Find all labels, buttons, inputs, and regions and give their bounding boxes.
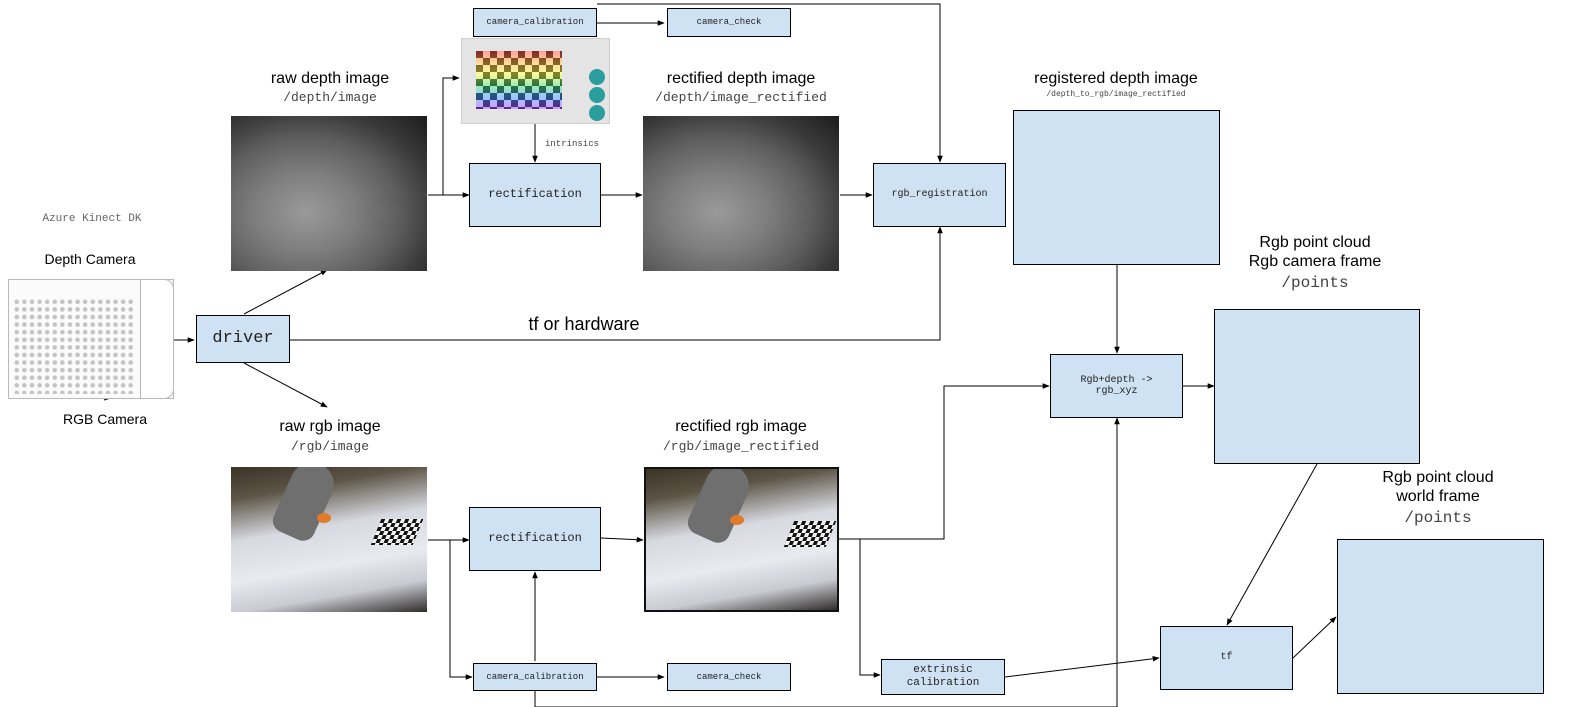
- intrinsics-label: intrinsics: [545, 139, 600, 149]
- cloud-camera-topic: /points: [1281, 274, 1349, 292]
- rectification-depth-box[interactable]: rectification: [469, 163, 601, 227]
- rectified-rgb-title: rectified rgb image: [675, 418, 807, 435]
- driver-box[interactable]: driver: [196, 315, 290, 363]
- arrow-extrinsic-to-tf: [1004, 655, 1160, 678]
- arrow-rectification-to-rectified-rgb: [600, 536, 644, 543]
- robot-arm-shape-rectified: [684, 469, 756, 547]
- checkerboard-target-rectified: [783, 521, 837, 547]
- registered-depth-topic: /depth_to_rgb/image_rectified: [1046, 90, 1186, 99]
- camera-calibration-bottom-box[interactable]: camera_calibration: [473, 663, 597, 691]
- orange-object-rectified: [730, 515, 744, 525]
- raw-depth-topic: /depth/image: [283, 90, 377, 105]
- robot-arm-shape: [269, 467, 341, 545]
- orange-object: [317, 513, 331, 523]
- kinect-title: Azure Kinect DK: [42, 213, 142, 225]
- raw-depth-image: [231, 116, 427, 271]
- registered-depth-image-box: [1013, 110, 1220, 265]
- commit-button-icon: [589, 105, 605, 121]
- cloud-camera-title-2: Rgb camera frame: [1248, 253, 1382, 270]
- wire-rectified-rgb-to-extrinsic: [859, 539, 881, 678]
- calibrate-button-icon: [589, 69, 605, 85]
- sensor-lens-panel: [140, 279, 174, 399]
- camera-check-bottom-box[interactable]: camera_check: [667, 663, 791, 691]
- raw-rgb-topic: /rgb/image: [290, 439, 369, 454]
- arrow-tf-to-world-cloud: [1292, 616, 1337, 659]
- extrinsic-calibration-box[interactable]: extrinsic calibration: [881, 659, 1005, 695]
- arrow-driver-to-raw-depth: [243, 269, 328, 315]
- rgb-xyz-box[interactable]: Rgb+depth -> rgb_xyz: [1050, 354, 1183, 418]
- checkerboard-calibration-screenshot: [461, 38, 610, 124]
- depth-camera-label: Depth Camera: [44, 251, 136, 267]
- wire-tf-hardware: [290, 226, 943, 341]
- rectification-rgb-box[interactable]: rectification: [469, 507, 601, 571]
- cloud-world-title-1: Rgb point cloud: [1382, 469, 1494, 486]
- kinect-sensor-icon: [8, 279, 174, 399]
- wire-calib-top-to-registration: [597, 3, 943, 163]
- registered-depth-title: registered depth image: [1034, 70, 1198, 87]
- rectified-rgb-image: [644, 467, 839, 612]
- arrow-driver-to-raw-rgb: [243, 362, 328, 408]
- rgb-camera-label: RGB Camera: [62, 411, 148, 427]
- raw-rgb-title: raw rgb image: [279, 418, 381, 435]
- raw-rgb-image: [231, 467, 427, 612]
- cloud-world-frame-box: [1337, 539, 1544, 694]
- rectified-depth-topic: /depth/image_rectified: [655, 90, 827, 105]
- checkerboard-target: [370, 519, 424, 545]
- arrow-cloud-to-tf: [1226, 463, 1318, 626]
- wire-rectified-rgb-to-xyz: [839, 383, 1050, 540]
- rectified-rgb-topic: /rgb/image_rectified: [662, 439, 820, 454]
- checkerboard-color-overlay: [476, 51, 562, 109]
- wire-calib-bottom-to-xyz: [534, 417, 1120, 707]
- camera-check-top-box[interactable]: camera_check: [667, 8, 791, 37]
- cloud-world-topic: /points: [1404, 509, 1472, 527]
- cloud-world-title-2: world frame: [1396, 488, 1480, 505]
- tf-or-hardware-label: tf or hardware: [528, 314, 640, 334]
- wire-raw-depth-to-checkerboard: [442, 75, 460, 195]
- cloud-camera-title-1: Rgb point cloud: [1259, 234, 1371, 251]
- raw-depth-title: raw depth image: [270, 70, 390, 87]
- rectified-depth-title: rectified depth image: [666, 70, 816, 87]
- tf-box[interactable]: tf: [1160, 626, 1293, 690]
- save-button-icon: [589, 87, 605, 103]
- cloud-camera-frame-box: [1214, 309, 1420, 464]
- rgb-registration-box[interactable]: rgb_registration: [873, 163, 1006, 227]
- camera-calibration-top-box[interactable]: camera_calibration: [473, 8, 597, 37]
- rectified-depth-image: [643, 116, 839, 271]
- sensor-vent-grid: [13, 298, 135, 394]
- wire-raw-rgb-to-calib-bottom: [449, 540, 473, 680]
